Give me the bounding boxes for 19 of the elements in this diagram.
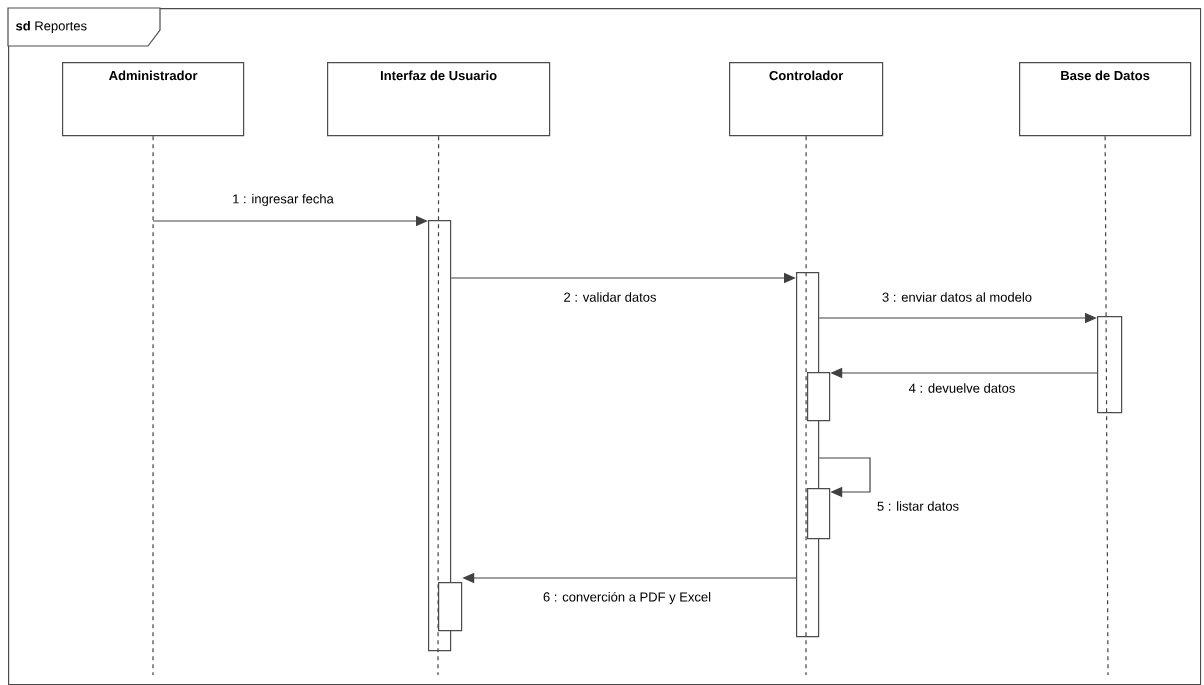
activation-bar (1097, 316, 1123, 414)
lifeline-head: Administrador (62, 62, 245, 137)
lifeline (437, 135, 440, 676)
lifeline (1104, 135, 1109, 676)
message-label: 2 : validar datos (562, 290, 658, 304)
lifeline-head: Interfaz de Usuario (327, 62, 551, 137)
message-arrow (818, 457, 871, 498)
message-label: 5 : listar datos (875, 499, 961, 513)
lifeline-head: Base de Datos (1019, 62, 1192, 137)
message-label: 4 : devuelve datos (907, 381, 1017, 395)
activation-bar (807, 488, 831, 540)
lifeline-head: Controlador (729, 62, 884, 137)
message-label: 3 : enviar datos al modelo (880, 290, 1034, 304)
message-label: 6 : converción a PDF y Excel (541, 590, 713, 606)
lifeline (805, 135, 807, 676)
message-label: 1 : ingresar fecha (230, 192, 336, 208)
activation-bar (438, 582, 463, 632)
lifeline (152, 135, 154, 676)
activation-bar (807, 372, 831, 422)
